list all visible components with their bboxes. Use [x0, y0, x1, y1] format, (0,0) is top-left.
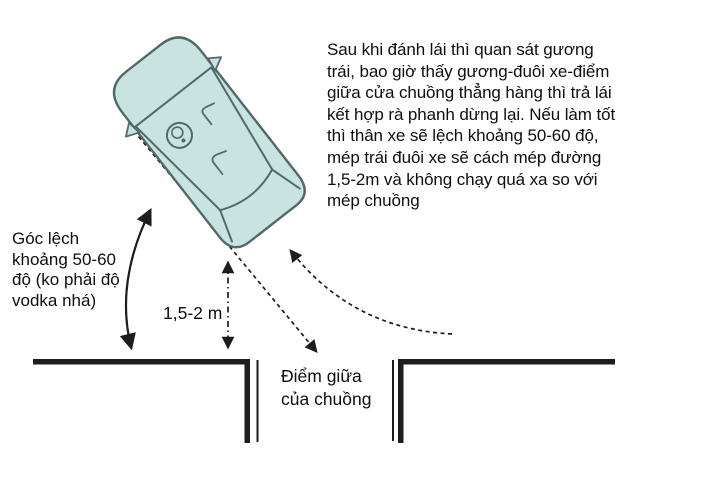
reversing-path-dashed-arrow-icon: [289, 248, 453, 335]
car-rear-left-line: [219, 209, 233, 243]
car-rear-right-line: [271, 168, 301, 190]
car-top-view-icon: [112, 36, 306, 249]
instruction-text: Sau khi đánh lái thì quan sát gương trái…: [327, 40, 616, 211]
garage-walls: [33, 359, 615, 443]
right-road-edge-line: [398, 359, 615, 365]
left-gate-inner-line: [256, 360, 259, 442]
distance-label: 1,5-2 m: [163, 303, 223, 323]
left-mirror-icon: [124, 121, 141, 138]
steering-wheel-icon: [165, 121, 193, 149]
car-rear-window-line: [219, 168, 274, 212]
left-gate-post-line: [244, 359, 250, 443]
front-door-handle: [201, 102, 215, 126]
car-cabin-right-line: [210, 66, 274, 171]
left-road-edge-line: [33, 359, 250, 365]
rear-door-handle: [211, 150, 227, 176]
angle-arc-arrow-icon: [119, 208, 152, 351]
right-mirror-icon: [207, 56, 223, 72]
angle-note-text: Góc lệch khoảng 50-60 độ (ko phải độ vod…: [12, 229, 120, 310]
car-cabin-left-line: [134, 125, 222, 212]
steering-wheel-dot: [181, 138, 186, 143]
car-windshield-line: [134, 66, 213, 128]
right-gate-post-line: [398, 359, 404, 443]
gate-center-label: Điểm giữa của chuồng: [281, 366, 372, 409]
steering-wheel-hub: [171, 126, 184, 139]
car-body: [112, 36, 306, 249]
right-gate-inner-line: [392, 360, 394, 441]
